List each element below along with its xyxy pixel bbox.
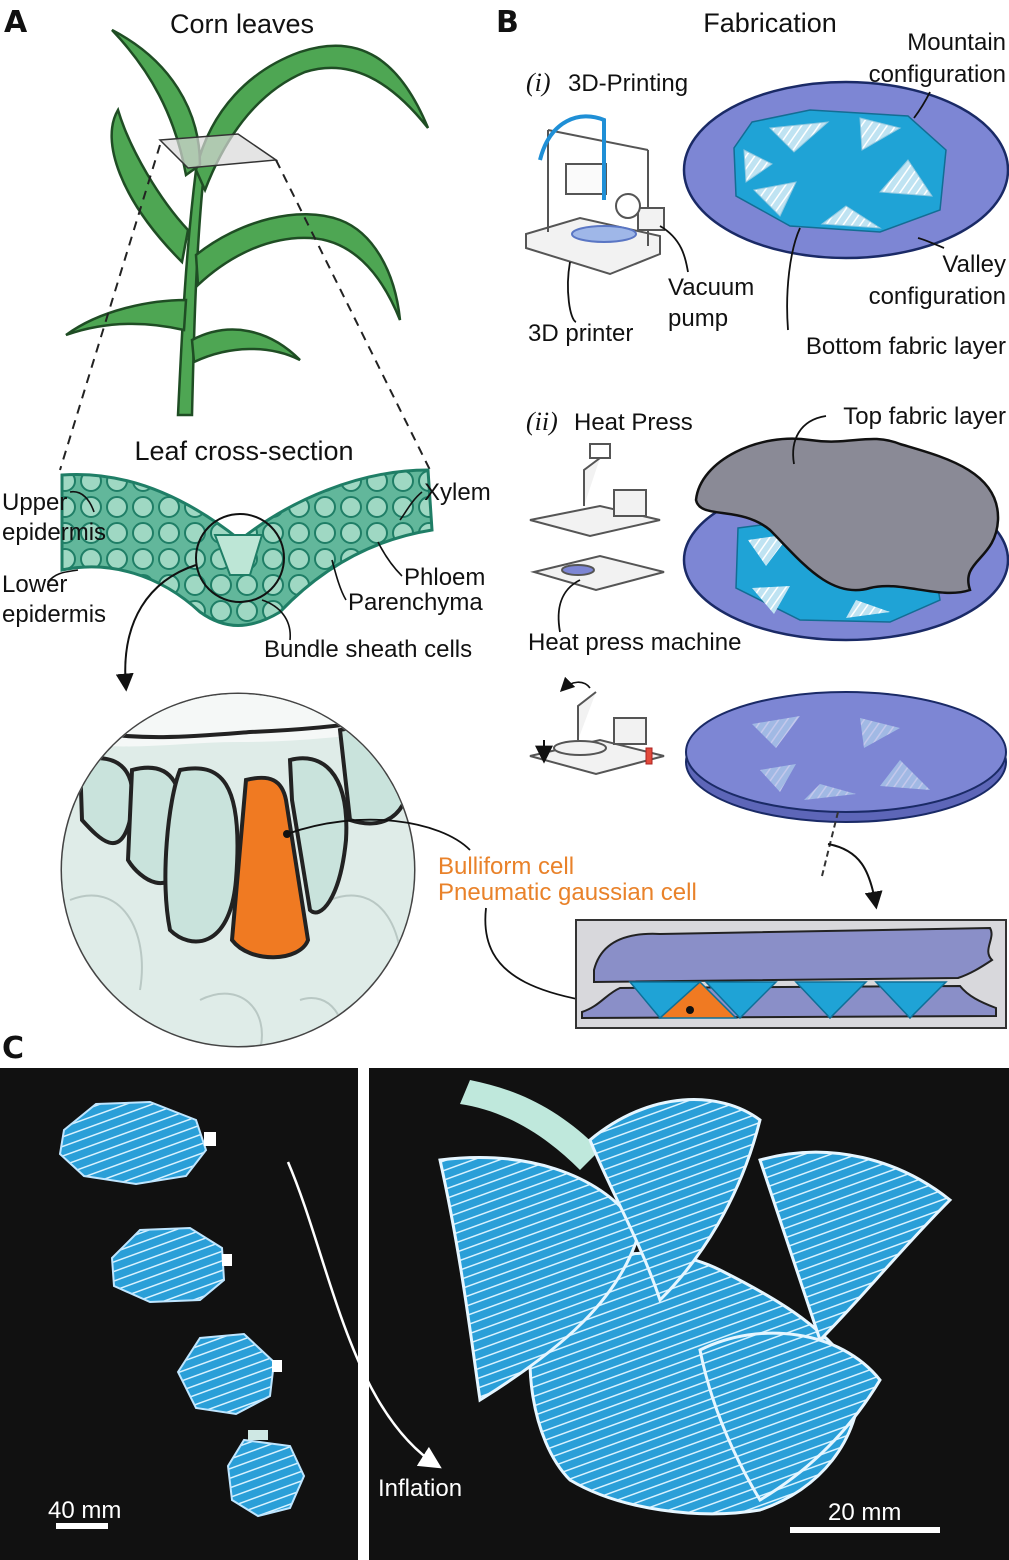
- heat-press-closed-illustration: [529, 676, 665, 776]
- scale-label-right: 20 mm: [828, 1499, 901, 1526]
- actuator-partial-2: [176, 1332, 282, 1416]
- schematic-cell-4: [874, 981, 948, 1020]
- epidermal-cell-4: [287, 756, 349, 915]
- fabric-disc-bonded: [685, 691, 1007, 823]
- leaf-cross-section-title: Leaf cross-section: [134, 436, 353, 466]
- corn-leaf-lower-left: [65, 298, 188, 337]
- inflation-arrow: [286, 1161, 442, 1469]
- top-fabric-layer: [694, 437, 1000, 595]
- schematic-cell-3: [794, 981, 868, 1020]
- fabrication-title: Fabrication: [703, 8, 837, 38]
- label-xylem: Xylem: [424, 479, 491, 506]
- bulliform-zoom-circle: [195, 513, 285, 603]
- label-upper-epidermis-line1: Upper: [2, 489, 67, 516]
- label-parenchyma: Parenchyma: [348, 589, 483, 616]
- step-2-numeral: (ii): [526, 407, 558, 436]
- label-heat-press-machine: Heat press machine: [528, 629, 741, 656]
- label-top-fabric-layer: Top fabric layer: [843, 403, 1006, 430]
- epidermal-cell-3: [163, 766, 240, 944]
- magnified-bulliform-view: [60, 692, 416, 1048]
- panel-b: B Fabrication (i) 3D-Printing 3D printer…: [496, 5, 1009, 1029]
- label-bulliform-cell: Bulliform cell: [438, 853, 574, 880]
- label-valley-line2: configuration: [869, 283, 1006, 310]
- label-mountain-line2: configuration: [869, 61, 1006, 88]
- label-vacuum-pump-line1: Vacuum: [668, 274, 754, 301]
- actuator-petal-1: [438, 1156, 642, 1403]
- corn-leaf-middle-left: [110, 106, 190, 265]
- leaf-cross-section: [60, 468, 434, 627]
- photo-right-inflated-actuator: 20 mm: [369, 1068, 1009, 1560]
- actuator-petal-4: [698, 1331, 882, 1503]
- fabric-disc-with-top-layer: [682, 437, 1009, 642]
- label-3d-printer: 3D printer: [528, 320, 633, 347]
- label-pneumatic-gaussian-cell: Pneumatic gaussian cell: [438, 879, 697, 906]
- actuator-inflated: [226, 1430, 306, 1518]
- actuator-flat: [58, 1100, 216, 1186]
- label-phloem: Phloem: [404, 564, 485, 591]
- scale-label-left: 40 mm: [48, 1497, 121, 1524]
- magnify-arrow: [115, 564, 197, 692]
- corn-leaves-title: Corn leaves: [170, 9, 314, 39]
- inflation-tube: [460, 1080, 600, 1170]
- step-1-numeral: (i): [526, 68, 551, 97]
- actuator-petal-2: [588, 1098, 762, 1303]
- 3d-printer-illustration: [525, 114, 665, 276]
- epidermal-cell-5: [337, 726, 413, 826]
- heat-press-open-illustration: [529, 443, 665, 592]
- schematic-top-layer: [593, 926, 994, 984]
- corn-leaf-top-right: [194, 44, 430, 194]
- bulliform-leader-line: [286, 818, 471, 851]
- zoom-line-left: [59, 144, 161, 471]
- label-bundle-sheath-cells: Bundle sheath cells: [264, 636, 472, 663]
- schematic-cell-bulliform: [658, 980, 738, 1019]
- label-valley-line1: Valley: [942, 251, 1006, 278]
- corn-plant-illustration: [65, 28, 430, 417]
- corn-stalk: [176, 168, 206, 417]
- zoom-line-right: [275, 159, 431, 471]
- bulliform-cells-small: [213, 534, 264, 576]
- panel-c-letter: C: [2, 1031, 24, 1066]
- label-bottom-fabric-layer: Bottom fabric layer: [806, 333, 1006, 360]
- schematic-cell-2: [704, 981, 778, 1020]
- panel-c: C 40 mm: [0, 1031, 1009, 1560]
- step-1-title: 3D-Printing: [568, 70, 688, 97]
- fabric-disc-mountain-valley: [682, 80, 1009, 260]
- schematic-bulliform-dot: [686, 1006, 694, 1014]
- panel-a-letter: A: [4, 5, 28, 40]
- leaf-sample-plane: [158, 133, 279, 169]
- actuator-partial-1: [110, 1226, 232, 1304]
- fabric-cross-section-schematic: [575, 919, 1007, 1029]
- label-vacuum-pump-line2: pump: [668, 305, 728, 332]
- panel-b-letter: B: [496, 5, 519, 40]
- section-arrow: [827, 843, 883, 910]
- cross-section-leader-lines: [47, 490, 423, 641]
- label-upper-epidermis-line2: epidermis: [2, 519, 106, 546]
- corn-leaf-middle-right: [194, 213, 402, 321]
- actuator-petal-3: [758, 1150, 953, 1343]
- bulliform-cell: [229, 775, 311, 960]
- label-lower-epidermis-line2: epidermis: [2, 601, 106, 628]
- photo-left-inflation-sequence: 40 mm: [0, 1068, 358, 1560]
- label-mountain-line1: Mountain: [907, 29, 1006, 56]
- step-2-title: Heat Press: [574, 409, 693, 436]
- label-inflation: Inflation: [378, 1475, 462, 1502]
- corn-leaf-lower-right: [190, 328, 301, 364]
